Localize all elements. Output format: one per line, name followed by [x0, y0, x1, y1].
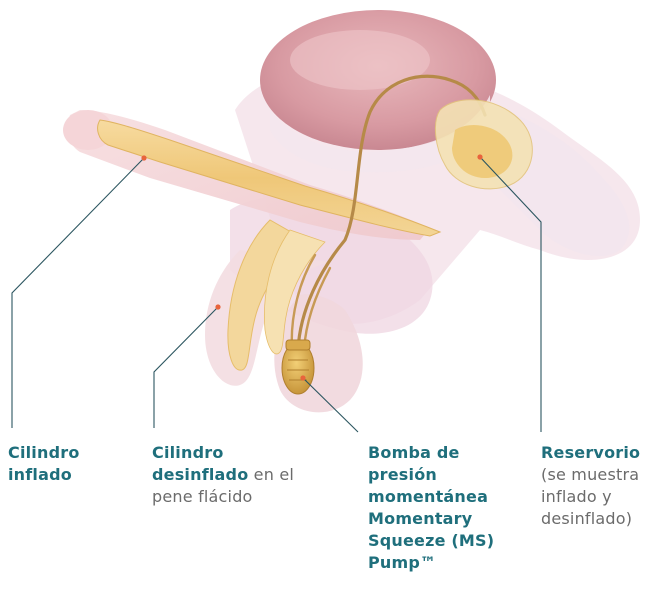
leader-lines	[11, 156, 542, 433]
deflated-cylinder-line1: Cilindro	[152, 443, 224, 462]
marker-dot-reservoir	[477, 154, 483, 160]
leader-line-inflated-cylinder	[11, 157, 145, 428]
reservoir-line3: inflado y	[541, 487, 612, 506]
leader-line-pump	[302, 377, 359, 433]
pump-line-3: momentánea	[368, 487, 489, 506]
deflated-cylinders	[227, 219, 326, 371]
reservoir-line1: Reservorio	[541, 443, 641, 462]
deflated-cylinder-line3: pene flácido	[152, 487, 253, 506]
marker-dots	[141, 154, 483, 381]
reservoir-line2: (se muestra	[541, 465, 640, 484]
deflated-cylinder-line2-bold: desinflado	[152, 465, 249, 484]
leader-line-reservoir	[479, 156, 542, 432]
pump-line-1: Bomba de	[368, 443, 460, 462]
marker-dot-pump	[300, 375, 306, 381]
reservoir-line4: desinflado)	[541, 509, 633, 528]
label-pump: Bomba de presión momentánea Momentary Sq…	[368, 442, 518, 574]
label-reservoir: Reservorio (se muestra inflado y desinfl…	[541, 442, 656, 530]
pump-line-4: Momentary	[368, 509, 473, 528]
marker-dot-deflated-cylinder	[215, 304, 221, 310]
label-deflated-cylinder: Cilindro desinflado en el pene flácido	[152, 442, 322, 508]
deflated-cylinder-line2: desinflado en el	[152, 464, 322, 486]
inflated-cylinder-line1: Cilindro	[8, 443, 80, 462]
label-inflated-cylinder: Cilindro inflado	[8, 442, 80, 486]
ms-pump	[281, 339, 315, 395]
leader-line-deflated-cylinder	[153, 306, 219, 428]
inflated-cylinder-line2: inflado	[8, 465, 72, 484]
pump-line-2: presión	[368, 465, 437, 484]
deflated-cylinder-line2-rest: en el	[248, 465, 295, 484]
reservoir	[434, 99, 533, 190]
pump-line-5: Squeeze (MS)	[368, 531, 495, 550]
pump-line-6: Pump™	[368, 553, 437, 572]
marker-dot-inflated-cylinder	[141, 155, 147, 161]
